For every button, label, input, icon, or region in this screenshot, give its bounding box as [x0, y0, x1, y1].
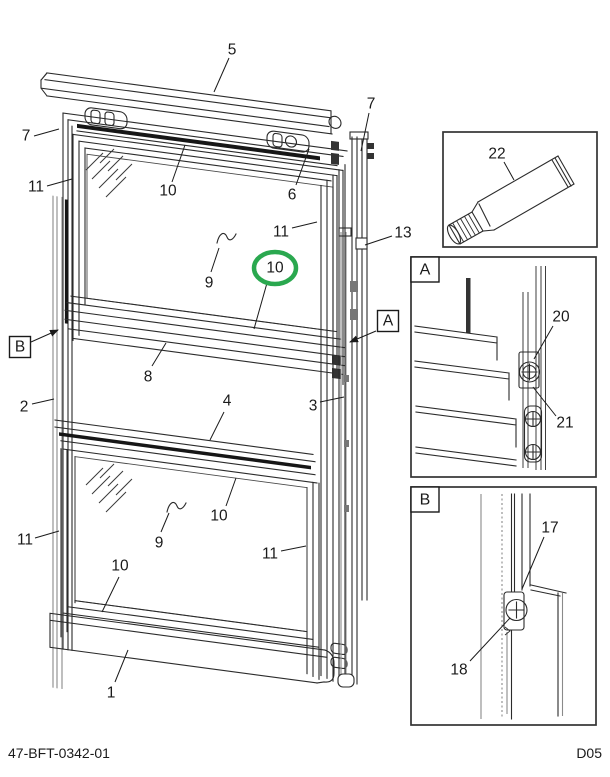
- header-rail: [62, 107, 348, 167]
- glass-hatching-lower: [85, 463, 133, 513]
- callout-4: 4: [223, 393, 232, 410]
- leader-line-9: [160, 512, 170, 533]
- leader-line-4: [209, 411, 225, 441]
- leader-line-10: [171, 144, 186, 183]
- leader-line-7: [33, 128, 60, 137]
- callout-20: 20: [552, 309, 570, 326]
- callout-13: 13: [394, 225, 411, 242]
- callout-18: 18: [450, 662, 467, 679]
- callout-11: 11: [17, 532, 33, 549]
- leader-line-10: [101, 576, 120, 613]
- main-assembly-drawing: [40, 72, 348, 690]
- leader-line-11: [46, 178, 73, 187]
- break-symbol-lower: [166, 501, 187, 513]
- leader-line-20: [533, 325, 554, 360]
- page-code: D05: [576, 745, 602, 761]
- detail-a-art: [414, 266, 546, 470]
- callout-5: 5: [228, 42, 237, 59]
- detail-b-art: [480, 493, 567, 720]
- view-ref-arrow-A: [349, 330, 377, 343]
- callout-8: 8: [144, 369, 153, 386]
- leader-line-17: [521, 536, 545, 590]
- callout-7: 7: [22, 128, 31, 145]
- leader-line-7: [360, 112, 370, 152]
- callout-10: 10: [159, 183, 177, 200]
- callout-9: 9: [205, 275, 214, 292]
- callout-6: 6: [288, 187, 297, 204]
- leader-line-6: [295, 148, 310, 186]
- view-ref-arrow-B: [30, 329, 59, 343]
- detail-a-box: A: [410, 256, 597, 478]
- leader-line-11: [280, 545, 307, 552]
- sealant-tube-box: [442, 131, 598, 248]
- leader-line-21: [532, 386, 557, 417]
- leader-line-5: [213, 57, 230, 93]
- leader-line-10: [253, 282, 268, 330]
- callout-9: 9: [155, 535, 164, 552]
- leader-line-8: [151, 342, 167, 367]
- callout-2: 2: [20, 399, 29, 416]
- detail-b-letter: B: [420, 492, 431, 509]
- detail-b-corner-label: B: [410, 486, 440, 513]
- leader-line-2: [31, 398, 55, 405]
- callout-11: 11: [273, 224, 289, 241]
- glass-hatching-upper: [85, 148, 133, 198]
- highlight-circle: [251, 249, 299, 287]
- leader-line-9: [210, 247, 220, 273]
- callout-11: 11: [262, 546, 278, 563]
- callout-B: B: [15, 339, 25, 356]
- clip-13: [355, 237, 368, 250]
- callout-1: 1: [107, 685, 116, 702]
- view-ref-box-A: [376, 309, 400, 333]
- leader-line-1: [114, 649, 129, 683]
- leader-line-11: [34, 530, 60, 539]
- detail-a-letter: A: [420, 262, 431, 279]
- leader-line-3: [319, 396, 345, 403]
- callout-3: 3: [309, 398, 318, 415]
- upper-sash: [64, 133, 346, 386]
- leader-line-13: [364, 235, 393, 246]
- callout-10: 10: [210, 508, 228, 525]
- callout-11: 11: [28, 179, 44, 196]
- sealant-tube: [446, 155, 575, 245]
- right-jamb: [320, 164, 346, 688]
- leader-line-11: [291, 221, 318, 229]
- right-guide-strips: [337, 131, 374, 688]
- callout-A: A: [383, 313, 394, 330]
- left-outer-strip: [52, 195, 63, 690]
- top-cap: [40, 72, 342, 135]
- detail-a-corner-label: A: [410, 256, 440, 283]
- callout-10: 10: [111, 558, 129, 575]
- figure-number: 47-BFT-0342-01: [8, 745, 110, 761]
- leader-line-18: [469, 617, 511, 662]
- callout-17: 17: [541, 520, 558, 537]
- lower-sash: [54, 419, 320, 680]
- callout-7: 7: [367, 96, 376, 113]
- leader-line-10: [225, 477, 237, 507]
- detail-b-box: B: [410, 486, 597, 726]
- leader-line-22: [503, 161, 515, 181]
- callout-22: 22: [488, 146, 505, 163]
- callout-10: 10: [266, 260, 284, 277]
- break-symbol-upper: [216, 232, 237, 244]
- callout-21: 21: [556, 415, 573, 432]
- view-ref-box-B: [8, 335, 32, 359]
